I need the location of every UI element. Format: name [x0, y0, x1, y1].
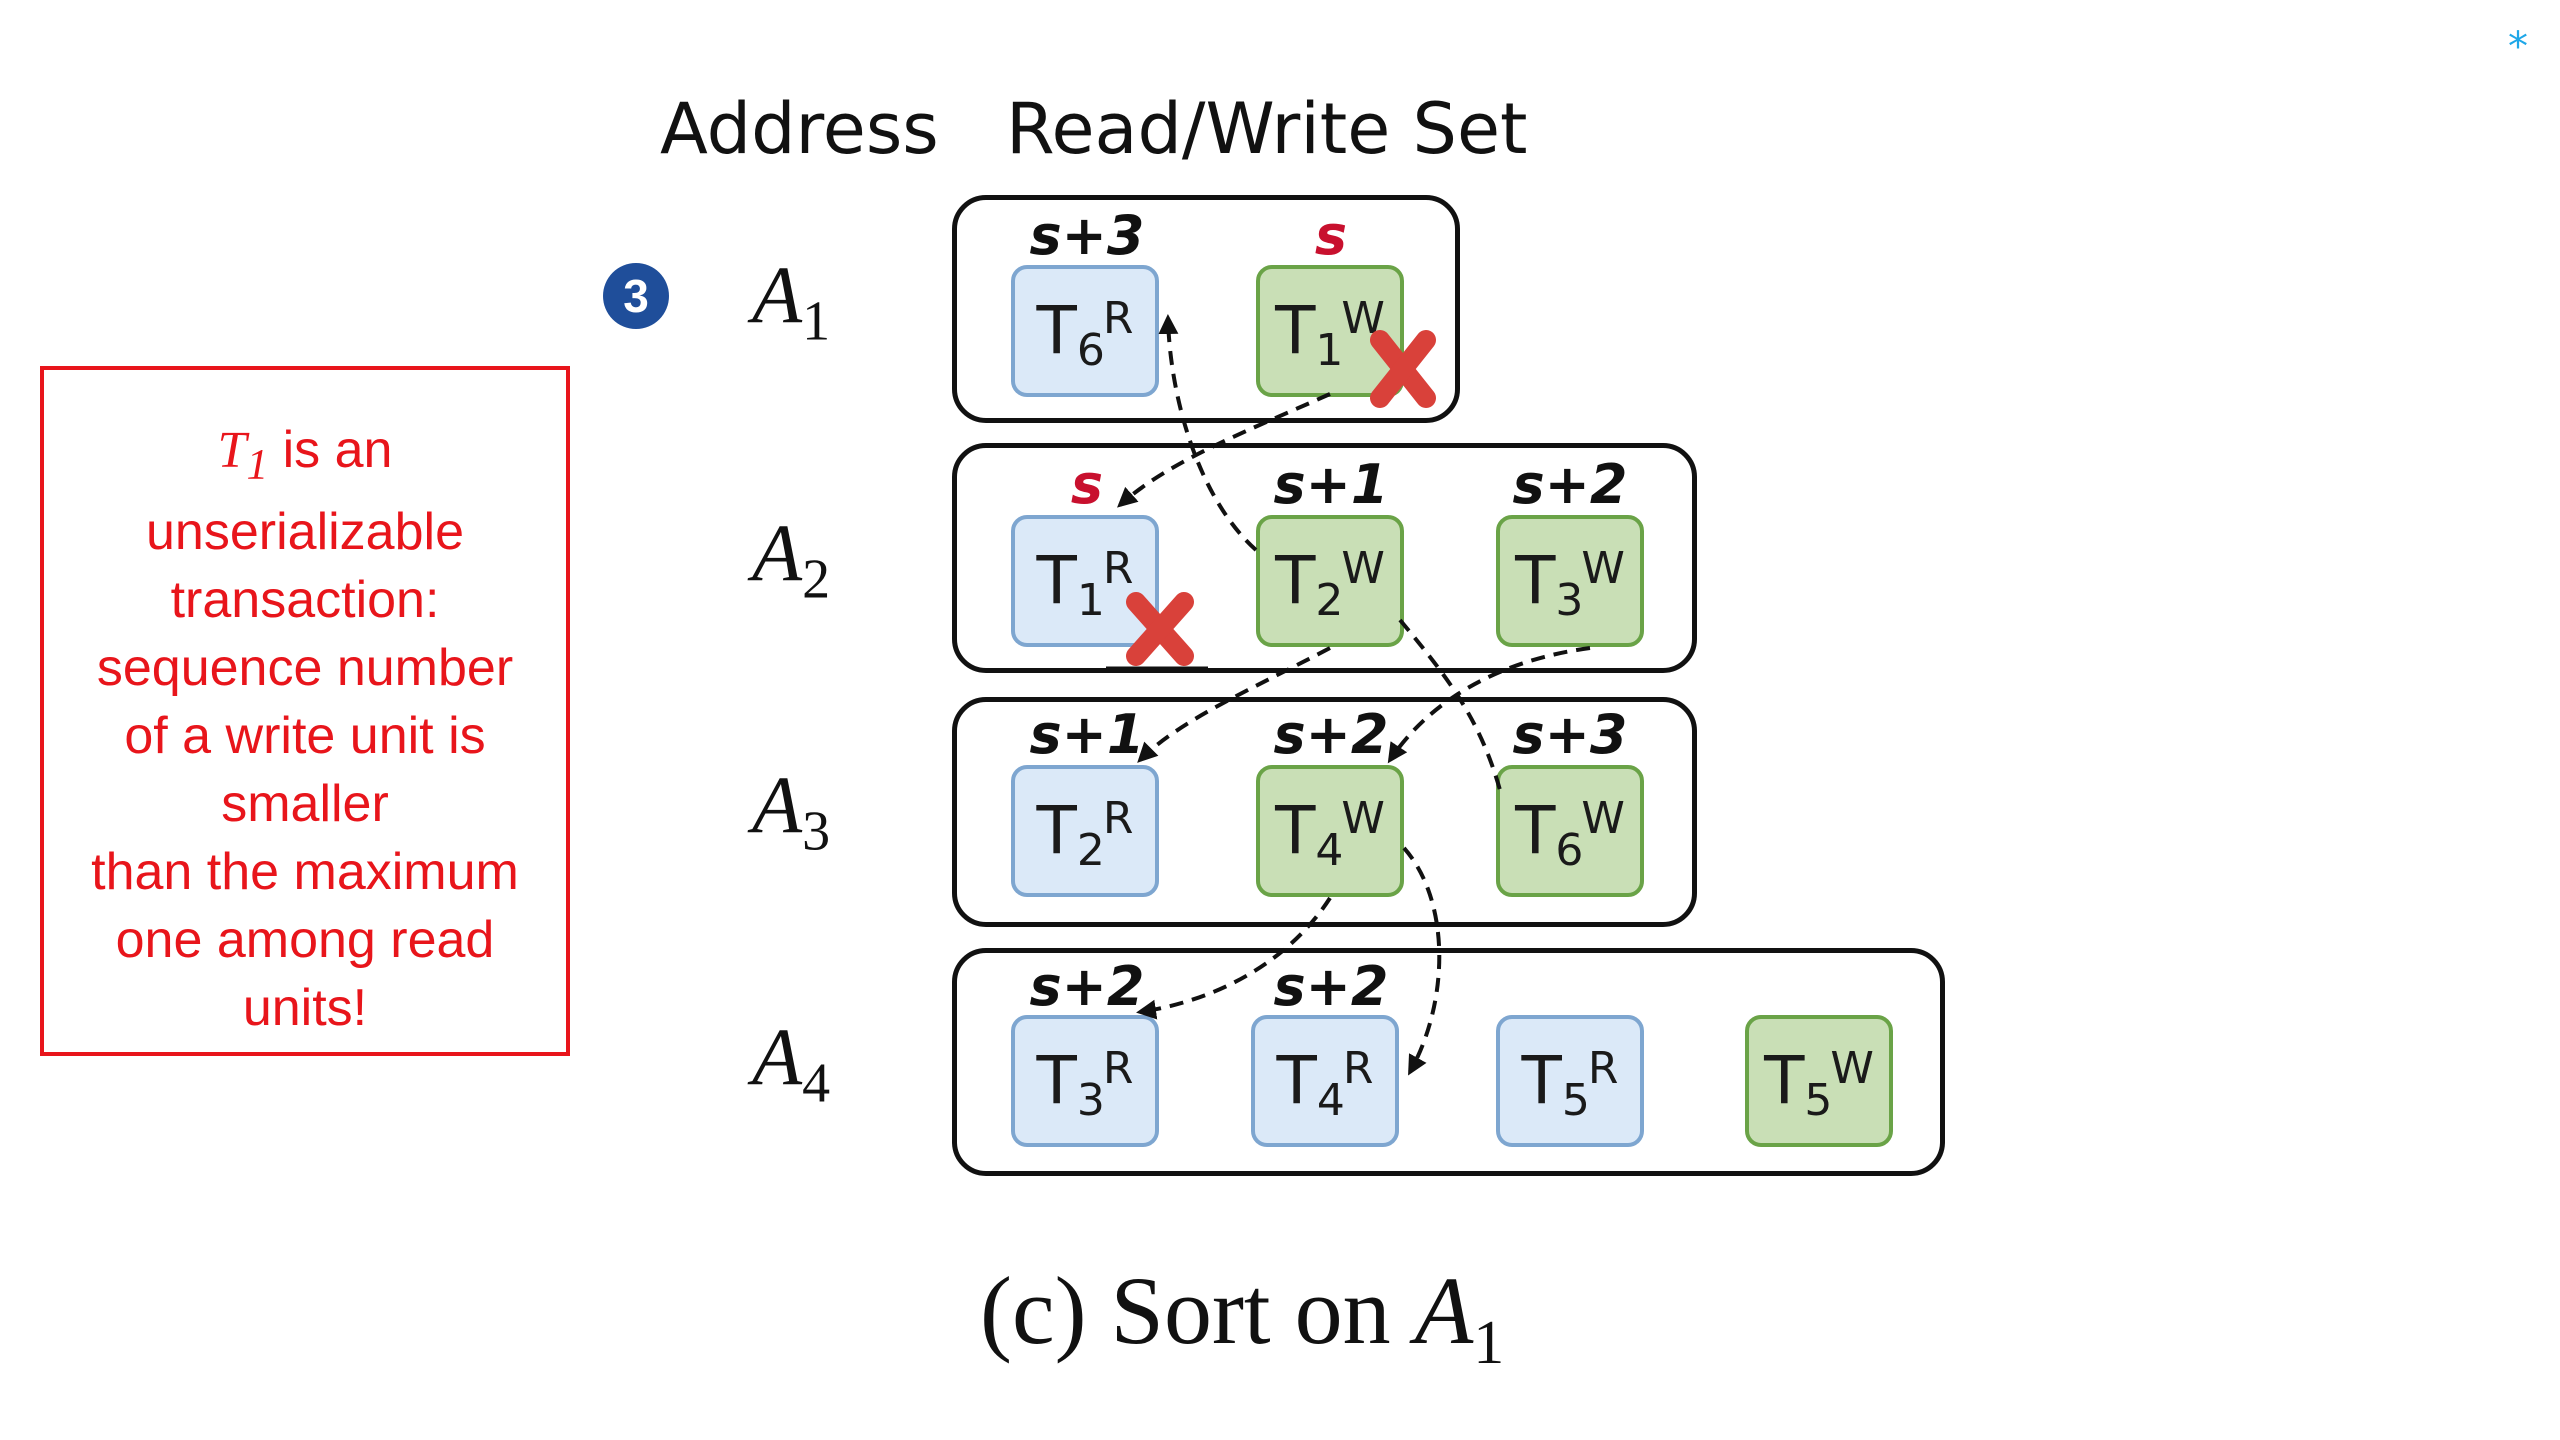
seq-label: s+3 — [1029, 204, 1145, 267]
note-line: sequence number — [96, 639, 514, 698]
read-unit-t1: T1R — [1011, 515, 1159, 647]
note-line: smaller — [221, 775, 389, 834]
seq-label: s+1 — [1029, 703, 1145, 766]
note-line: of a write unit is — [124, 707, 486, 766]
write-unit-t3: T3W — [1496, 515, 1644, 647]
read-write-set-a2 — [952, 443, 1697, 673]
arrow-t3w-to-t4w — [1387, 646, 1591, 764]
read-write-set-header: Read/Write Set — [1006, 88, 1528, 170]
conflict-x-mark — [1126, 592, 1194, 666]
read-write-set-a3 — [952, 697, 1697, 927]
write-unit-t2: T2W — [1256, 515, 1404, 647]
read-unit-t6: T6R — [1011, 265, 1159, 397]
address-label-a1: A1 — [752, 249, 831, 353]
arrow-t2w-to-t2r — [1137, 646, 1331, 763]
arrow-t4w-to-t4r — [1402, 846, 1442, 1076]
arrow-t2w-to-t6r — [1158, 314, 1258, 552]
unserializable-note: T1 is an unserializable transaction: seq… — [40, 366, 570, 1056]
arrow-t1w-to-t1r — [1117, 392, 1331, 508]
note-line: unserializable — [146, 503, 464, 562]
address-label-a2: A2 — [752, 507, 831, 611]
seq-label-conflict: s — [1070, 453, 1104, 516]
write-unit-t4: T4W — [1256, 765, 1404, 897]
read-unit-t3: T3R — [1011, 1015, 1159, 1147]
arrow-t4w-to-t3r — [1136, 896, 1332, 1020]
arrow-t2w-to-t6w — [1398, 618, 1502, 791]
note-line: T1 is an — [217, 421, 393, 489]
address-label-a4: A4 — [752, 1011, 831, 1115]
note-line: than the maximum — [91, 843, 519, 902]
note-line: units! — [242, 979, 368, 1038]
note-line: one among read — [115, 911, 495, 970]
seq-label: s+2 — [1512, 453, 1628, 516]
read-write-set-a1 — [952, 195, 1460, 423]
write-unit-t5: T5W — [1745, 1015, 1893, 1147]
figure-caption: (c) Sort on A1 — [980, 1257, 1505, 1378]
read-unit-t4: T4R — [1251, 1015, 1399, 1147]
address-label-a3: A3 — [752, 759, 831, 863]
seq-label-conflict: s — [1314, 204, 1348, 267]
note-line: transaction: — [170, 571, 440, 630]
read-unit-t2: T2R — [1011, 765, 1159, 897]
conflict-x-mark — [1370, 330, 1436, 408]
seq-label: s+3 — [1512, 703, 1628, 766]
read-unit-t5: T5R — [1496, 1015, 1644, 1147]
write-unit-t6: T6W — [1496, 765, 1644, 897]
read-write-set-a4 — [952, 948, 1945, 1176]
seq-label: s+2 — [1273, 703, 1389, 766]
seq-label: s+1 — [1273, 453, 1389, 516]
corner-asterisk: * — [2508, 24, 2528, 70]
address-header: Address — [660, 88, 939, 170]
step-3-badge: 3 — [603, 263, 669, 329]
seq-label: s+2 — [1273, 955, 1389, 1018]
seq-label: s+2 — [1029, 955, 1145, 1018]
